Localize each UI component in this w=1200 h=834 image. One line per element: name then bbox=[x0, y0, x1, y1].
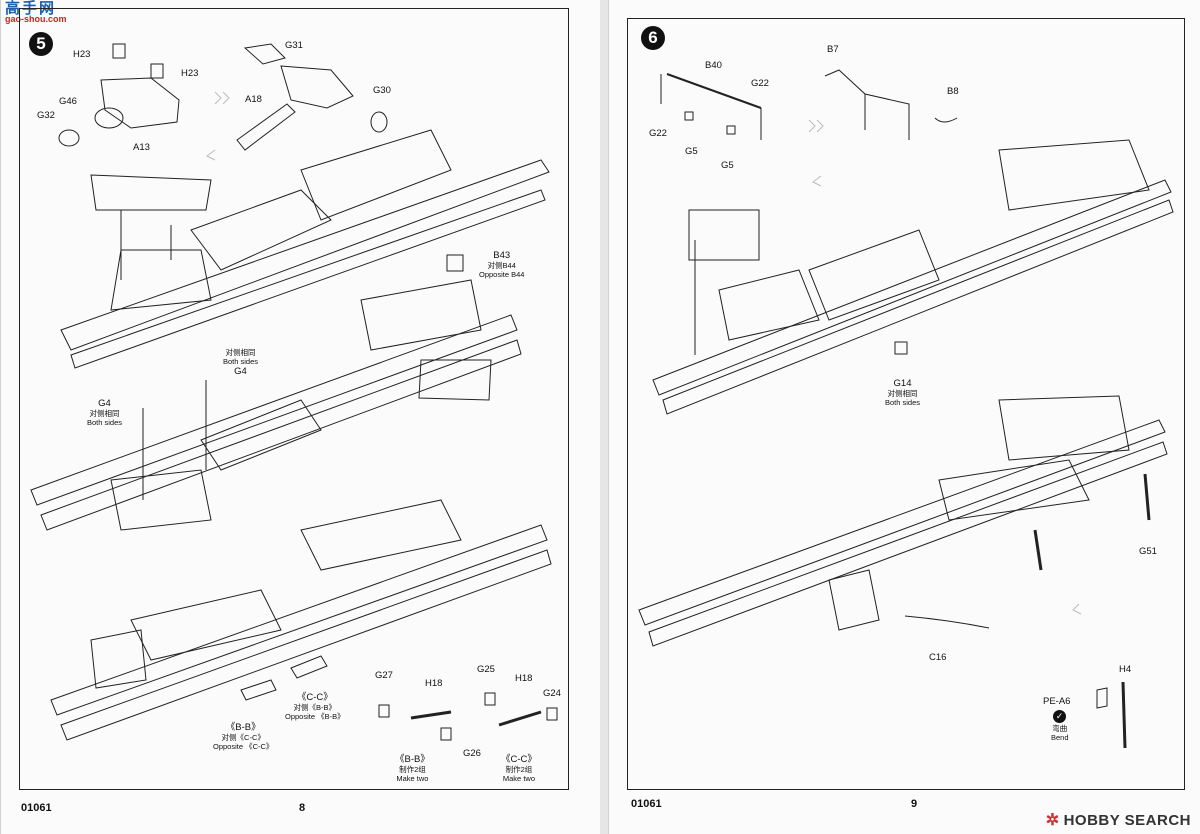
part-label-h23: H23 bbox=[73, 49, 91, 60]
page-number: 9 bbox=[911, 798, 918, 810]
hobby-search-watermark: ✲ HOBBY SEARCH bbox=[1045, 811, 1191, 830]
callout-c-c: 《C-C》 对侧《B-B》 Opposite 《B-B》 bbox=[285, 692, 345, 721]
part-label-h23: H23 bbox=[181, 68, 199, 79]
part-label-g46: G46 bbox=[59, 96, 77, 107]
part-label-g26: G26 bbox=[463, 748, 481, 759]
product-code: 01061 bbox=[21, 802, 52, 814]
part-label-a18: A18 bbox=[245, 94, 262, 105]
part-label-g4-top: 对侧相同 Both sides G4 bbox=[223, 348, 259, 377]
bend-check-icon: ✓ bbox=[1053, 710, 1066, 723]
hobby-search-logo-icon: ✲ bbox=[1045, 812, 1060, 829]
part-label-c16: C16 bbox=[929, 652, 947, 663]
page-number: 8 bbox=[299, 802, 306, 814]
step-5-assembly-drawing bbox=[30, 43, 558, 741]
part-label-g32: G32 bbox=[37, 110, 55, 121]
part-label-b43: B43 对侧B44 Opposite B44 bbox=[479, 250, 525, 279]
bend-instruction: 弯曲 Bend bbox=[1051, 724, 1069, 742]
part-label-b8: B8 bbox=[947, 86, 959, 97]
left-page: 高手网 gao-shou.com 5 bbox=[0, 0, 602, 834]
part-label-g51: G51 bbox=[1139, 546, 1157, 557]
part-label-g25: G25 bbox=[477, 664, 495, 675]
part-label-g4-left: G4 对侧相同 Both sides bbox=[87, 398, 123, 427]
part-label-h4: H4 bbox=[1119, 664, 1132, 675]
detail-c-c-make-two: 《C-C》 制作2组 Make two bbox=[501, 754, 537, 783]
step-number-badge: 5 bbox=[29, 32, 53, 56]
product-code: 01061 bbox=[631, 798, 662, 810]
left-page-frame bbox=[19, 8, 569, 790]
detail-b-b-make-two: 《B-B》 制作2组 Make two bbox=[395, 754, 430, 783]
part-label-g22: G22 bbox=[751, 78, 769, 89]
part-label-h18: H18 bbox=[515, 673, 533, 684]
part-label-g31: G31 bbox=[285, 40, 303, 51]
part-label-a13: A13 bbox=[133, 142, 150, 153]
step-number-badge: 6 bbox=[641, 26, 665, 50]
part-label-g24: G24 bbox=[543, 688, 561, 699]
part-label-g30: G30 bbox=[373, 85, 391, 96]
step-6-assembly-drawing bbox=[638, 69, 1174, 749]
part-label-pe-a6: PE-A6 bbox=[1043, 696, 1071, 707]
callout-b-b: 《B-B》 对侧《C-C》 Opposite 《C-C》 bbox=[213, 722, 274, 751]
part-label-g27: G27 bbox=[375, 670, 393, 681]
right-page: 6 bbox=[608, 0, 1200, 834]
part-label-g5: G5 bbox=[721, 160, 734, 171]
part-label-b40: B40 bbox=[705, 60, 722, 71]
page-gutter bbox=[600, 0, 608, 834]
part-label-g5: G5 bbox=[685, 146, 698, 157]
part-label-h18: H18 bbox=[425, 678, 443, 689]
part-label-b7: B7 bbox=[827, 44, 839, 55]
right-page-frame bbox=[627, 18, 1185, 790]
part-label-g22: G22 bbox=[649, 128, 667, 139]
part-label-g14: G14 对侧相同 Both sides bbox=[885, 378, 921, 407]
